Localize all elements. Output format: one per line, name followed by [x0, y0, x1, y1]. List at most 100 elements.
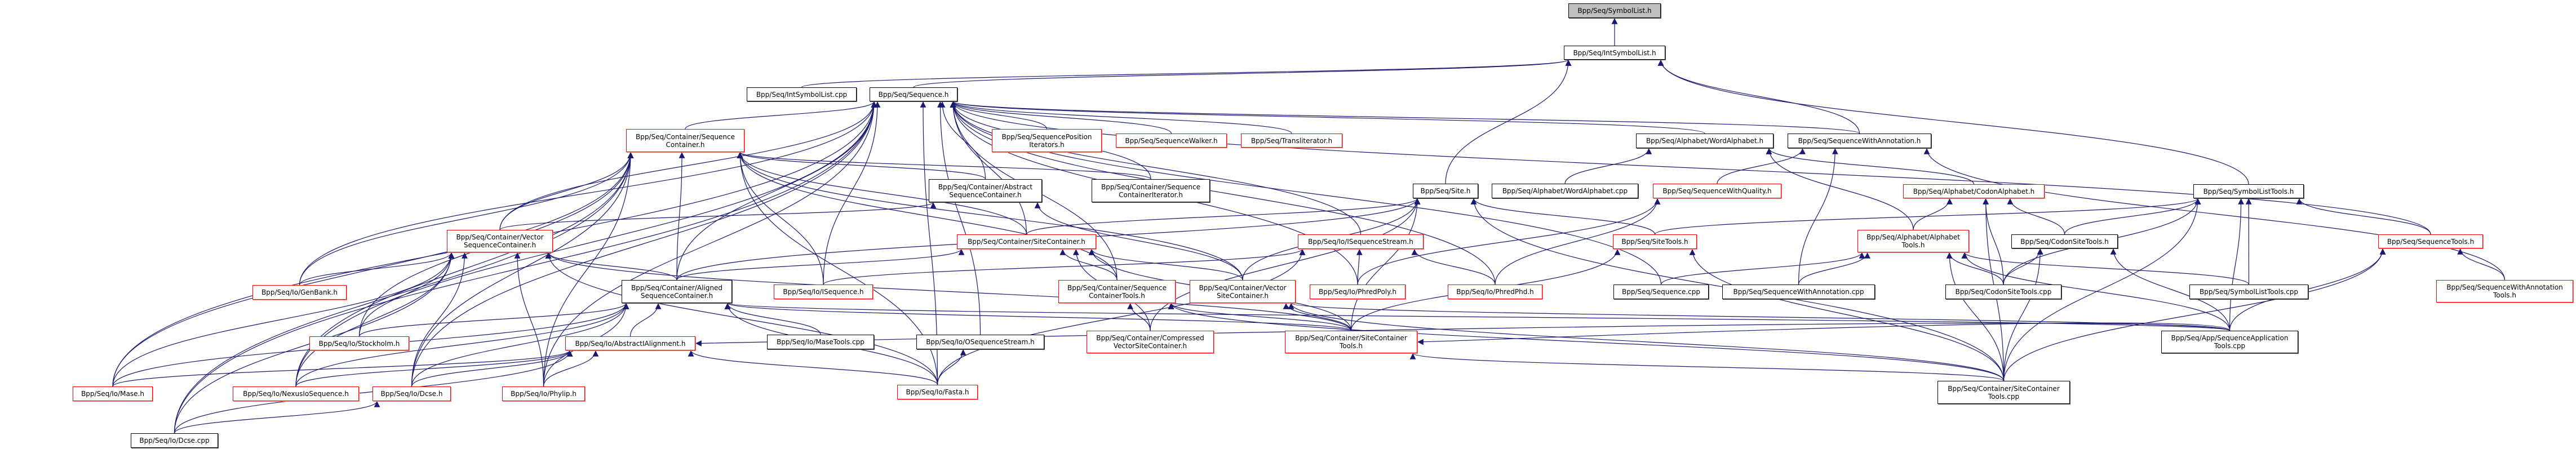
edge-sequencecontaineriterator-h-to-sequencecontainer-h — [737, 152, 1151, 180]
graph-node-sequencetools-h[interactable]: Bpp/Seq/SequenceTools.h — [2378, 234, 2483, 248]
graph-node-phylip-h[interactable]: Bpp/Seq/Io/Phylip.h — [502, 386, 585, 401]
graph-node-sitecontainer-h[interactable]: Bpp/Seq/Container/SiteContainer.h — [957, 234, 1096, 249]
edge-sequenceapplicationtools-cpp-to-alignedsequencecontainer-h — [725, 303, 2231, 331]
graph-node-wordalphabet-cpp[interactable]: Bpp/Seq/Alphabet/WordAlphabet.cpp — [1492, 184, 1638, 198]
node-label: Bpp/Seq/CodonSiteTools.cpp — [1955, 288, 2052, 296]
graph-node-symbollisttools-h[interactable]: Bpp/Seq/SymbolListTools.h — [2193, 184, 2304, 198]
graph-node-masetools-cpp[interactable]: Bpp/Seq/Io/MaseTools.cpp — [767, 335, 874, 349]
edge-vectorsitecontainer-h-to-sitecontainer-h — [1088, 248, 1243, 281]
edge-fasta-h-to-osequencestream-h — [937, 349, 966, 385]
graph-node-dcse-cpp[interactable]: Bpp/Seq/Io/Dcse.cpp — [131, 433, 218, 448]
graph-node-dcse-h[interactable]: Bpp/Seq/Io/Dcse.h — [373, 386, 451, 401]
node-label: Bpp/Seq/Io/GenBank.h — [261, 288, 338, 296]
edge-sequencewithannotation-h-to-intsymbollist-h — [1657, 59, 1860, 134]
graph-node-vectorsequencecontainer-h[interactable]: Bpp/Seq/Container/Vector SequenceContain… — [447, 230, 553, 252]
edge-sequencetools-h-to-symbollisttools-h — [2296, 198, 2431, 235]
graph-node-codonsitetools-h[interactable]: Bpp/Seq/CodonSiteTools.h — [2011, 234, 2118, 248]
graph-node-phredpoly-h[interactable]: Bpp/Seq/Io/PhredPoly.h — [1310, 284, 1406, 299]
graph-node-site-h[interactable]: Bpp/Seq/Site.h — [1413, 184, 1478, 198]
edge-vectorsitecontainer-h-to-abstractsequencecontainer-h — [1034, 202, 1243, 281]
graph-node-alphabettools-h[interactable]: Bpp/Seq/Alphabet/Alphabet Tools.h — [1857, 230, 1969, 252]
edge-vectorsequencecontainer-h-to-abstractsequencecontainer-h — [499, 202, 937, 230]
node-label: Bpp/Seq/SequenceWithAnnotation Tools.h — [2446, 283, 2563, 299]
node-label: Bpp/Seq/Io/OSequenceStream.h — [926, 338, 1035, 346]
graph-node-transliterator-h[interactable]: Bpp/Seq/Transliterator.h — [1241, 134, 1342, 148]
graph-node-alignedsequencecontainer-h[interactable]: Bpp/Seq/Container/Aligned SequenceContai… — [622, 280, 732, 303]
graph-node-sitecontainertools-cpp[interactable]: Bpp/Seq/Container/SiteContainer Tools.cp… — [1937, 381, 2070, 404]
graph-node-nexusiosequence-h[interactable]: Bpp/Seq/Io/NexusIoSequence.h — [233, 386, 359, 401]
graph-node-sequence-h[interactable]: Bpp/Seq/Sequence.h — [870, 87, 957, 101]
edge-sitecontainertools-h-to-sequencecontainertools-h — [1168, 303, 1352, 331]
graph-node-sitetools-h[interactable]: Bpp/Seq/SiteTools.h — [1613, 234, 1697, 249]
edge-sequencetools-h-to-sequence-h — [950, 101, 2431, 235]
node-label: Bpp/Seq/SequenceWithQuality.h — [1662, 187, 1772, 195]
graph-node-wordalphabet-h[interactable]: Bpp/Seq/Alphabet/WordAlphabet.h — [1636, 134, 1774, 148]
edge-dcse-h-to-alignedsequencecontainer-h — [411, 303, 629, 387]
edge-sitecontainertools-h-to-alignedsequencecontainer-h — [725, 303, 1352, 331]
graph-node-codonsitetools-cpp[interactable]: Bpp/Seq/CodonSiteTools.cpp — [1945, 284, 2061, 299]
graph-node-genbank-h[interactable]: Bpp/Seq/Io/GenBank.h — [252, 285, 347, 300]
edge-sitetools-h-to-site-h — [1470, 198, 1656, 235]
node-label: Bpp/Seq/Container/SiteContainer.h — [968, 238, 1085, 246]
edge-sequencewithannotation-cpp-to-alphabettools-h — [1798, 252, 1870, 285]
graph-node-sequencepositioniterators-h[interactable]: Bpp/Seq/SequencePosition Iterators.h — [992, 129, 1102, 152]
edge-compressedvectorsitecontainer-h-to-site-h — [1150, 198, 1421, 331]
graph-node-sequencewalker-h[interactable]: Bpp/Seq/SequenceWalker.h — [1116, 134, 1227, 148]
edge-osequencestream-h-to-sequence-h — [937, 101, 981, 335]
edge-sequencewithquality-h-to-sequencewithannotation-h — [1717, 148, 1806, 184]
node-label: Bpp/Seq/Io/ISequence.h — [783, 288, 864, 296]
graph-node-sequencewithannotation-h[interactable]: Bpp/Seq/SequenceWithAnnotation.h — [1788, 134, 1931, 148]
edge-dcse-h-to-vectorsequencecontainer-h — [411, 252, 468, 387]
graph-node-intsymbollist-h[interactable]: Bpp/Seq/IntSymbolList.h — [1564, 46, 1665, 60]
node-label: Bpp/Seq/Io/ISequenceStream.h — [1308, 238, 1413, 246]
node-label: Bpp/Seq/Alphabet/WordAlphabet.h — [1646, 137, 1764, 145]
graph-node-sequencecontaineriterator-h[interactable]: Bpp/Seq/Container/Sequence ContainerIter… — [1092, 179, 1210, 202]
edge-masetools-cpp-to-alignedsequencecontainer-h — [724, 303, 821, 335]
graph-node-osequencestream-h[interactable]: Bpp/Seq/Io/OSequenceStream.h — [916, 335, 1044, 349]
edge-phredpoly-h-to-sequencewithquality-h — [1357, 198, 1661, 285]
graph-node-abstractsequencecontainer-h[interactable]: Bpp/Seq/Container/Abstract SequenceConta… — [929, 179, 1042, 202]
edge-isequence-h-to-sequencecontainer-h — [737, 152, 824, 285]
edge-codonsitetools-cpp-to-alphabettools-h — [1946, 252, 2004, 285]
edge-dcse-cpp-to-dcse-h — [174, 401, 380, 434]
graph-node-sequenceapplicationtools-cpp[interactable]: Bpp/Seq/App/SequenceApplication Tools.cp… — [2161, 331, 2298, 353]
edge-stockholm-h-to-alignedsequencecontainer-h — [358, 303, 629, 337]
edge-dcse-cpp-to-abstractialignment-h — [174, 350, 573, 434]
graph-node-compressedvectorsitecontainer-h[interactable]: Bpp/Seq/Container/Compressed VectorSiteC… — [1087, 331, 1214, 353]
edge-compressedvectorsitecontainer-h-to-sequencecontainertools-h — [1127, 303, 1151, 331]
node-label: Bpp/Seq/Sequence.h — [878, 90, 949, 99]
edge-codonsitetools-cpp-to-codonalphabet-h — [1983, 198, 2004, 285]
graph-node-sequencecontainertools-h[interactable]: Bpp/Seq/Container/Sequence ContainerTool… — [1058, 280, 1176, 303]
graph-node-sequencewithannotationtools-h[interactable]: Bpp/Seq/SequenceWithAnnotation Tools.h — [2436, 280, 2573, 303]
graph-node-intsymbollist-cpp[interactable]: Bpp/Seq/IntSymbolList.cpp — [747, 87, 857, 101]
graph-node-abstractialignment-h[interactable]: Bpp/Seq/Io/AbstractIAlignment.h — [565, 336, 695, 350]
edge-mase-h-to-vectorsequencecontainer-h — [112, 252, 455, 387]
graph-node-sequencecontainer-h[interactable]: Bpp/Seq/Container/Sequence Container.h — [626, 129, 744, 152]
graph-node-sequencewithquality-h[interactable]: Bpp/Seq/SequenceWithQuality.h — [1653, 184, 1781, 198]
graph-node-mase-h[interactable]: Bpp/Seq/Io/Mase.h — [73, 386, 153, 401]
node-label: Bpp/Seq/Io/Stockholm.h — [318, 339, 400, 348]
graph-node-sequencewithannotation-cpp[interactable]: Bpp/Seq/SequenceWithAnnotation.cpp — [1722, 284, 1875, 299]
edge-fasta-h-to-sequencecontainer-h — [737, 152, 938, 385]
edge-mase-h-to-abstractialignment-h — [112, 350, 573, 387]
graph-node-sitecontainertools-h[interactable]: Bpp/Seq/Container/SiteContainer Tools.h — [1285, 331, 1417, 353]
graph-node-isequence-h[interactable]: Bpp/Seq/Io/ISequence.h — [774, 284, 873, 299]
edge-nexusiosequence-h-to-alignedsequencecontainer-h — [295, 303, 629, 387]
edge-sequenceapplicationtools-cpp-to-alphabettools-h — [1961, 252, 2231, 331]
edge-sequence-h-to-intsymbollist-h — [913, 59, 1571, 88]
node-label: Bpp/Seq/SequenceTools.h — [2387, 237, 2475, 246]
node-label: Bpp/Seq/Container/SiteContainer Tools.h — [1295, 334, 1407, 350]
edge-alphabettools-h-to-codonalphabet-h — [1913, 198, 1953, 230]
graph-node-symbollisttools-cpp[interactable]: Bpp/Seq/SymbolListTools.cpp — [2189, 284, 2308, 299]
graph-node-phredphd-h[interactable]: Bpp/Seq/Io/PhredPhd.h — [1448, 284, 1542, 299]
graph-node-isequencestream-h[interactable]: Bpp/Seq/Io/ISequenceStream.h — [1298, 234, 1424, 249]
graph-node-fasta-h[interactable]: Bpp/Seq/Io/Fasta.h — [897, 385, 978, 399]
node-label: Bpp/Seq/Transliterator.h — [1251, 136, 1333, 145]
graph-node-stockholm-h[interactable]: Bpp/Seq/Io/Stockholm.h — [309, 336, 409, 350]
edge-vectorsequencecontainer-h-to-sequencecontainer-h — [499, 152, 634, 230]
graph-node-sequence-cpp[interactable]: Bpp/Seq/Sequence.cpp — [1613, 284, 1709, 299]
node-label: Bpp/Seq/Container/Vector SiteContainer.h — [1199, 283, 1287, 300]
edge-sequence-cpp-to-alphabettools-h — [1660, 252, 1865, 285]
graph-node-vectorsitecontainer-h[interactable]: Bpp/Seq/Container/Vector SiteContainer.h — [1190, 280, 1296, 303]
graph-node-codonalphabet-h[interactable]: Bpp/Seq/Alphabet/CodonAlphabet.h — [1903, 184, 2045, 198]
